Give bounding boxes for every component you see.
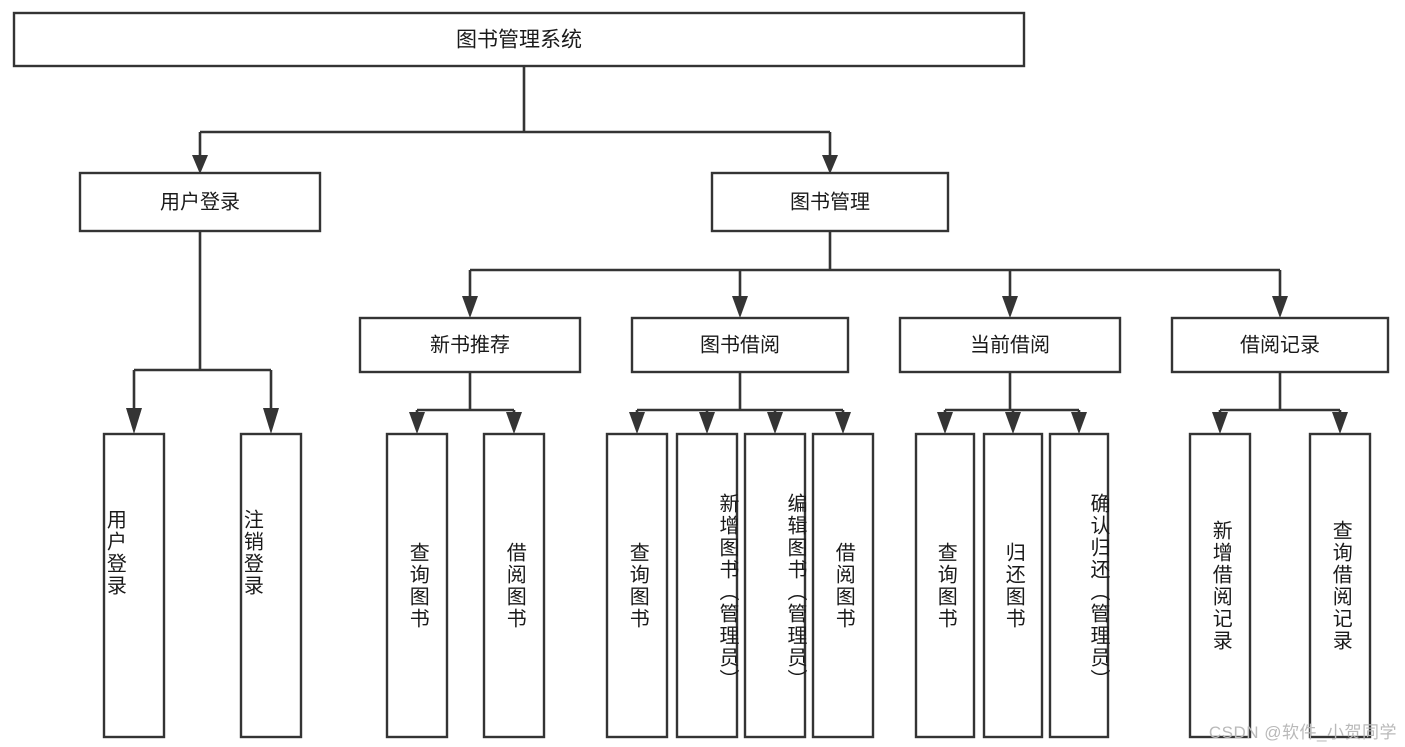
leaf-return-book-box[interactable]	[982, 432, 1044, 739]
node-borrow-record-box[interactable]	[1170, 316, 1390, 374]
leaf-add-record-box[interactable]	[1188, 432, 1252, 739]
arrow-leaf-edit-book	[767, 412, 783, 434]
arrow-leaf-borrow-book-1	[506, 412, 522, 434]
node-root-box[interactable]	[12, 11, 1026, 68]
node-book-borrow-label: 图书借阅	[700, 333, 780, 356]
arrow-leaf-confirm-return	[1071, 412, 1087, 434]
arrow-leaf-query-record	[1332, 412, 1348, 434]
node-book-borrow[interactable]: 图书借阅	[630, 316, 850, 374]
leaf-borrow-book-2-box[interactable]	[811, 432, 875, 739]
node-root[interactable]: 图书管理系统	[12, 11, 1026, 68]
node-current-borrow-box[interactable]	[898, 316, 1122, 374]
node-borrow-record-label: 借阅记录	[1240, 333, 1320, 356]
arrow-l2-current-borrow	[1002, 296, 1018, 318]
leaf-query-book-1-box[interactable]	[385, 432, 449, 739]
node-new-book-rec[interactable]: 新书推荐	[358, 316, 582, 374]
csdn-watermark: CSDN @软件_小贺同学	[1208, 723, 1397, 742]
node-new-book-rec-label: 新书推荐	[430, 333, 510, 356]
node-book-borrow-box[interactable]	[630, 316, 850, 374]
arrow-leaf-query-book-1	[409, 412, 425, 434]
node-root-label: 图书管理系统	[456, 29, 582, 52]
arrow-root-to-book-manage	[822, 155, 838, 174]
node-book-manage-label: 图书管理	[790, 190, 870, 213]
arrow-l2-new-book-rec	[462, 296, 478, 318]
node-book-manage[interactable]: 图书管理	[710, 171, 950, 233]
arrow-leaf-add-book	[699, 412, 715, 434]
arrow-l2-book-borrow	[732, 296, 748, 318]
arrow-leaf-logout	[263, 408, 279, 434]
node-user-login-label: 用户登录	[160, 190, 240, 213]
arrow-leaf-add-record	[1212, 412, 1228, 434]
leaf-add-book-box[interactable]	[675, 432, 739, 739]
arrow-leaf-borrow-book-2	[835, 412, 851, 434]
leaf-confirm-return-box[interactable]	[1048, 432, 1110, 739]
node-current-borrow[interactable]: 当前借阅	[898, 316, 1122, 374]
arrow-root-to-user-login	[192, 155, 208, 174]
leaf-box-layer	[102, 432, 1372, 739]
arrow-leaf-user-login	[126, 408, 142, 434]
leaf-edit-book-box[interactable]	[743, 432, 807, 739]
leaf-borrow-book-1-box[interactable]	[482, 432, 546, 739]
leaf-user-login-box[interactable]	[102, 432, 166, 739]
node-borrow-record[interactable]: 借阅记录	[1170, 316, 1390, 374]
leaf-query-book-3-box[interactable]	[914, 432, 976, 739]
leaf-query-record-box[interactable]	[1308, 432, 1372, 739]
leaf-query-book-2-box[interactable]	[605, 432, 669, 739]
node-user-login[interactable]: 用户登录	[78, 171, 322, 233]
arrow-leaf-return-book	[1005, 412, 1021, 434]
arrow-leaf-query-book-2	[629, 412, 645, 434]
node-user-login-box[interactable]	[78, 171, 322, 233]
node-new-book-rec-box[interactable]	[358, 316, 582, 374]
node-book-manage-box[interactable]	[710, 171, 950, 233]
arrow-leaf-query-book-3	[937, 412, 953, 434]
connector-layer	[126, 66, 1348, 434]
leaf-logout-box[interactable]	[239, 432, 303, 739]
arrow-l2-borrow-record	[1272, 296, 1288, 318]
node-current-borrow-label: 当前借阅	[970, 333, 1050, 356]
